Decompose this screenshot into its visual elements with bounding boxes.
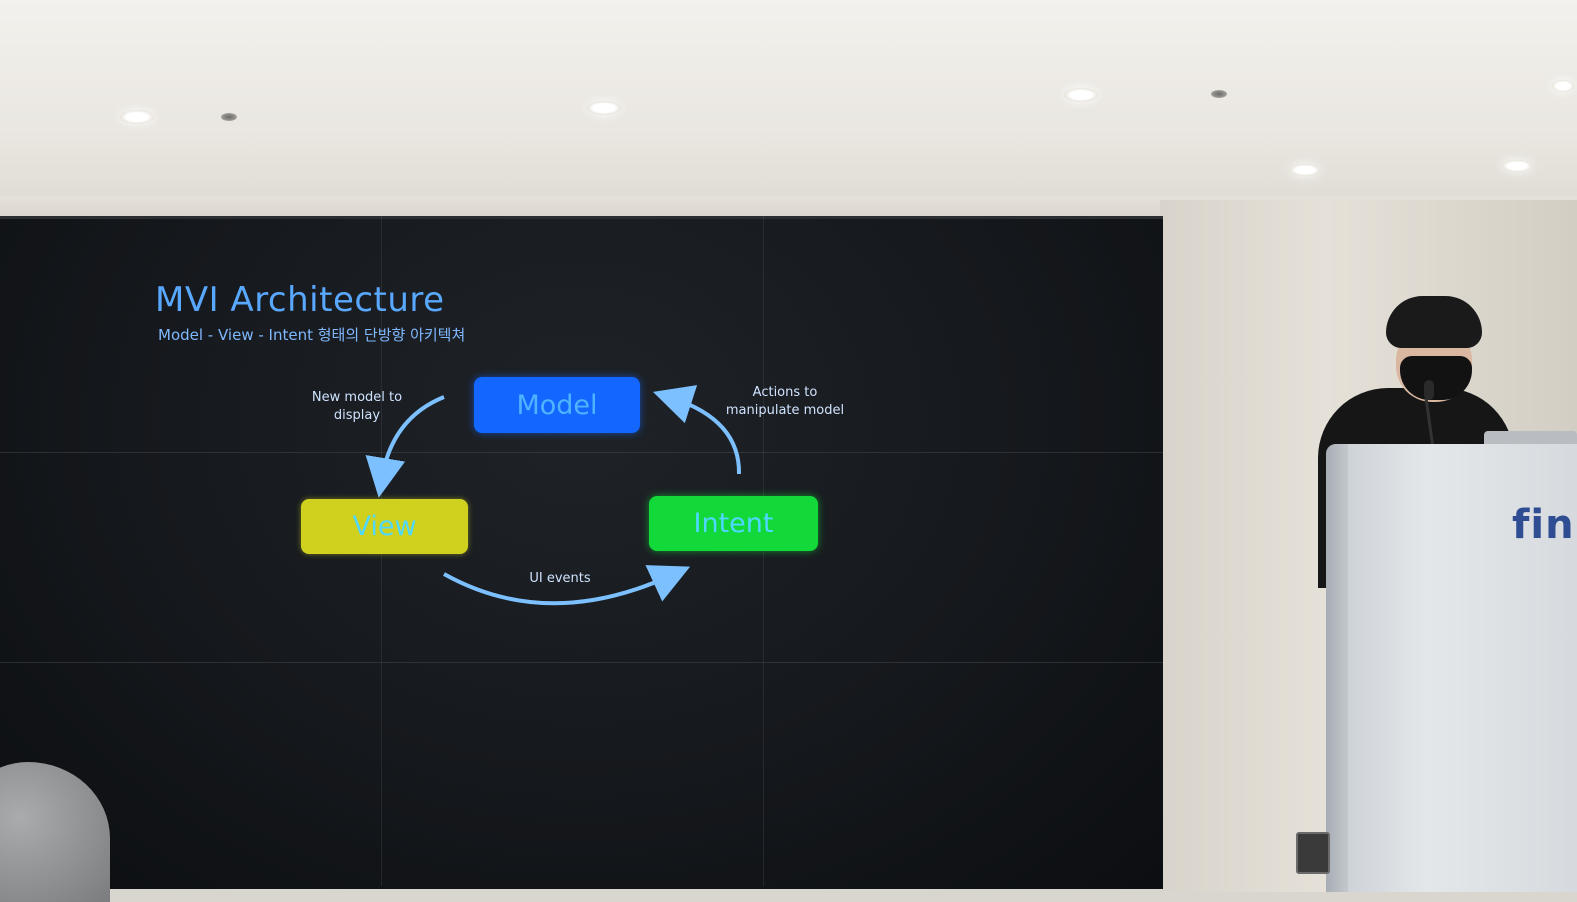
ceiling-light (1502, 160, 1532, 172)
screen-seam (0, 662, 1163, 663)
label-new-model-line1: New model to (311, 390, 403, 405)
arrow-model-to-view (365, 395, 445, 498)
intent-box: Intent (649, 496, 818, 551)
slide-title: MVI Architecture (155, 280, 445, 320)
cycle-arrows (365, 385, 742, 606)
label-ui-events: UI events (529, 571, 591, 586)
microphone-icon (1424, 380, 1434, 400)
screen-seam (0, 452, 1163, 453)
presenter-hair (1386, 296, 1482, 348)
label-new-model-line2: display (333, 408, 381, 423)
sprinkler (221, 113, 237, 121)
label-actions-line1: Actions to (752, 385, 818, 400)
ceiling (0, 0, 1577, 230)
presenter-mask (1400, 356, 1472, 400)
laptop (1484, 431, 1577, 445)
label-new-model: New model to display (302, 389, 412, 425)
ceiling-light (1552, 80, 1574, 92)
model-box: Model (474, 377, 640, 433)
ceiling-light (587, 101, 621, 115)
podium (1326, 444, 1577, 892)
label-actions-line2: manipulate model (725, 403, 845, 418)
sprinkler (1211, 90, 1227, 98)
wall-outlet (1296, 832, 1330, 874)
view-box: View (301, 499, 468, 554)
slide-subtitle: Model - View - Intent 형태의 단방향 아키텍쳐 (158, 326, 466, 344)
podium-side (1326, 444, 1348, 892)
screen-seam (763, 216, 764, 886)
ceiling-light (1290, 164, 1320, 176)
arrow-view-to-intent (443, 565, 691, 606)
ceiling-light (120, 110, 154, 124)
arrow-intent-to-model (652, 385, 742, 475)
video-wall-screen (0, 216, 1163, 889)
podium-logo: fin (1512, 502, 1575, 548)
ceiling-light (1064, 88, 1098, 102)
label-actions: Actions to manipulate model (720, 384, 850, 420)
